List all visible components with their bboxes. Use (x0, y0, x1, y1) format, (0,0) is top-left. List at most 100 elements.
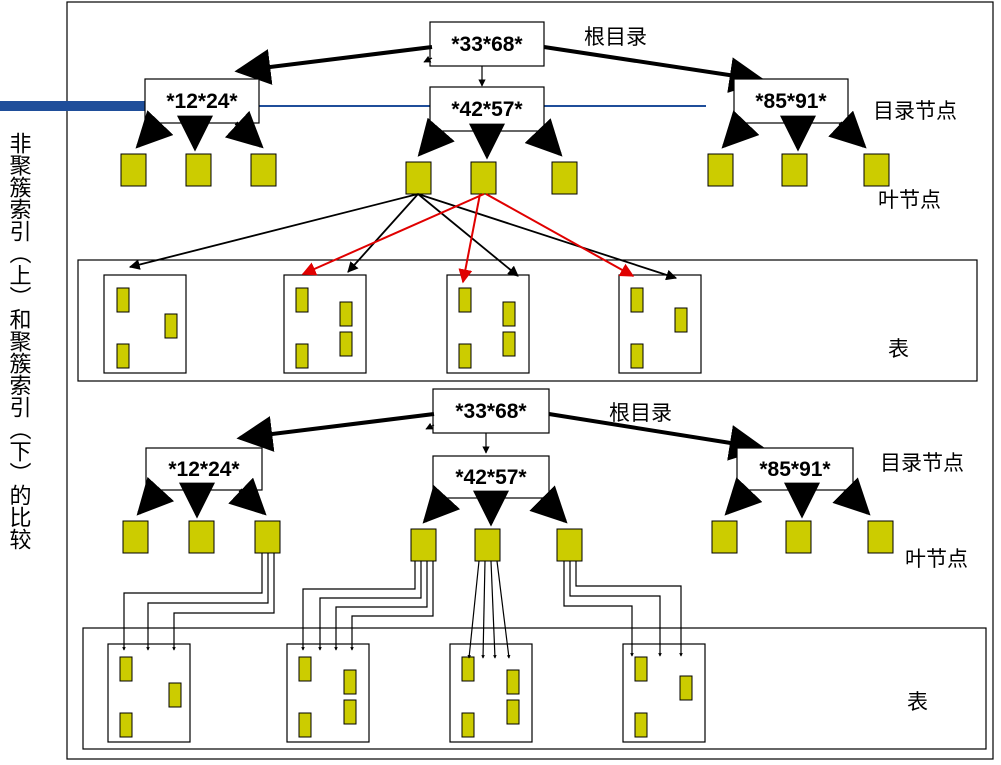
bottom-root-key: *33*68* (455, 400, 527, 423)
top-root-key: *33*68* (451, 33, 523, 56)
top-root-node (429, 21, 545, 67)
bottom-record (461, 712, 475, 738)
bottom-pointer (563, 561, 634, 657)
bottom-record (343, 669, 357, 695)
bottom-leaf (410, 528, 437, 562)
bottom-leaf (474, 528, 501, 562)
top-record (295, 287, 309, 313)
bottom-record (634, 656, 648, 682)
top-section: *33*68* 根目录 *12*24* *42*57* *85*91* 目录节点 (77, 21, 978, 382)
top-record (339, 331, 353, 357)
top-leaf (470, 161, 497, 195)
top-record (630, 343, 644, 369)
bottom-pointer (334, 561, 428, 651)
bottom-dir-key-right: *85*91* (759, 458, 831, 481)
bottom-table-frame (82, 627, 987, 750)
top-leaf (185, 153, 212, 187)
bottom-pointer (301, 561, 416, 651)
bottom-leaf (556, 528, 583, 562)
bottom-arrow-dr-2 (832, 477, 871, 516)
bottom-record (343, 699, 357, 725)
top-arrow-dr-0 (721, 110, 760, 149)
bottom-record (119, 712, 133, 738)
top-arrow-dm-0 (417, 117, 455, 157)
top-root-label: 根目录 (584, 25, 647, 49)
top-record (630, 287, 644, 313)
bottom-record (506, 699, 520, 725)
bottom-pointer (490, 560, 497, 659)
bottom-arrow-root-right (548, 412, 766, 461)
top-record (458, 287, 472, 313)
top-leaf (551, 161, 578, 195)
top-dir-label: 目录节点 (873, 99, 957, 123)
bottom-leaf (867, 520, 894, 554)
top-leaf-label: 叶节点 (878, 188, 941, 212)
bottom-record (506, 669, 520, 695)
top-leaf (405, 161, 432, 195)
top-record (339, 301, 353, 327)
top-red-pointer (458, 193, 481, 284)
top-table-frame (77, 259, 978, 382)
top-pointer (417, 193, 519, 277)
bottom-leaf (785, 520, 812, 554)
bottom-pointer (318, 561, 422, 651)
top-pointer (347, 193, 419, 273)
top-dir-key-right: *85*91* (755, 90, 827, 113)
bottom-pointer (146, 553, 269, 651)
bottom-record (634, 712, 648, 738)
bottom-leaf (122, 520, 149, 554)
top-pointer (128, 193, 419, 270)
bottom-pointer (467, 560, 480, 659)
side-title-text: 非聚簇索引（上）和聚簇索引（下）的比较 (6, 132, 32, 550)
top-record (674, 307, 688, 333)
bottom-dir-label: 目录节点 (880, 451, 964, 475)
bottom-section: *33*68* 根目录 *12*24* *42*57* *85*91* 目录节点 (82, 388, 987, 750)
outer-frame (66, 1, 994, 760)
top-arrow-dl-2 (224, 110, 264, 149)
bottom-pointer (122, 553, 263, 651)
bottom-dir-key-mid: *42*57* (455, 466, 527, 489)
bottom-record (679, 675, 693, 701)
top-arrow-dr-2 (828, 110, 867, 149)
top-red-pointer (485, 193, 635, 277)
bottom-pointer (172, 553, 275, 651)
top-table-label: 表 (888, 337, 909, 361)
top-record (116, 343, 130, 369)
top-leaf (781, 153, 808, 187)
top-record (164, 313, 178, 339)
bottom-table-label: 表 (907, 690, 928, 714)
top-record (116, 287, 130, 313)
bottom-pointer (496, 560, 511, 659)
bottom-pointer (575, 561, 683, 657)
top-arrow-root-left (234, 45, 433, 85)
top-dir-key-left: *12*24* (166, 90, 238, 113)
bottom-pointer (350, 561, 434, 651)
bottom-record (168, 682, 182, 708)
side-title: 非聚簇索引（上）和聚簇索引（下）的比较 (6, 132, 32, 550)
bottom-record (298, 656, 312, 682)
bottom-arrow-root-left (236, 412, 435, 452)
top-record (502, 301, 516, 327)
top-arrow-dl-0 (135, 110, 174, 149)
top-leaf (707, 153, 734, 187)
bottom-leaf (254, 520, 281, 554)
bottom-arrow-dm-0 (422, 484, 461, 524)
bottom-record (298, 712, 312, 738)
top-arrow-dm-2 (524, 118, 563, 157)
bottom-root-node (432, 388, 550, 434)
top-leaf (120, 153, 147, 187)
bottom-pointer (569, 561, 662, 657)
top-arrow-root-right (543, 45, 766, 93)
top-leaf (863, 153, 890, 187)
accent-bar (0, 101, 258, 111)
bottom-arrow-dr-0 (724, 477, 763, 516)
top-dir-key-mid: *42*57* (451, 98, 523, 121)
bottom-pointer (481, 560, 486, 659)
bottom-leaf-label: 叶节点 (905, 547, 968, 571)
top-arrow-root-back (423, 55, 433, 63)
bottom-root-label: 根目录 (609, 401, 672, 425)
bottom-arrow-dl-2 (228, 477, 267, 516)
top-leaf (250, 153, 277, 187)
bottom-record (461, 656, 475, 682)
